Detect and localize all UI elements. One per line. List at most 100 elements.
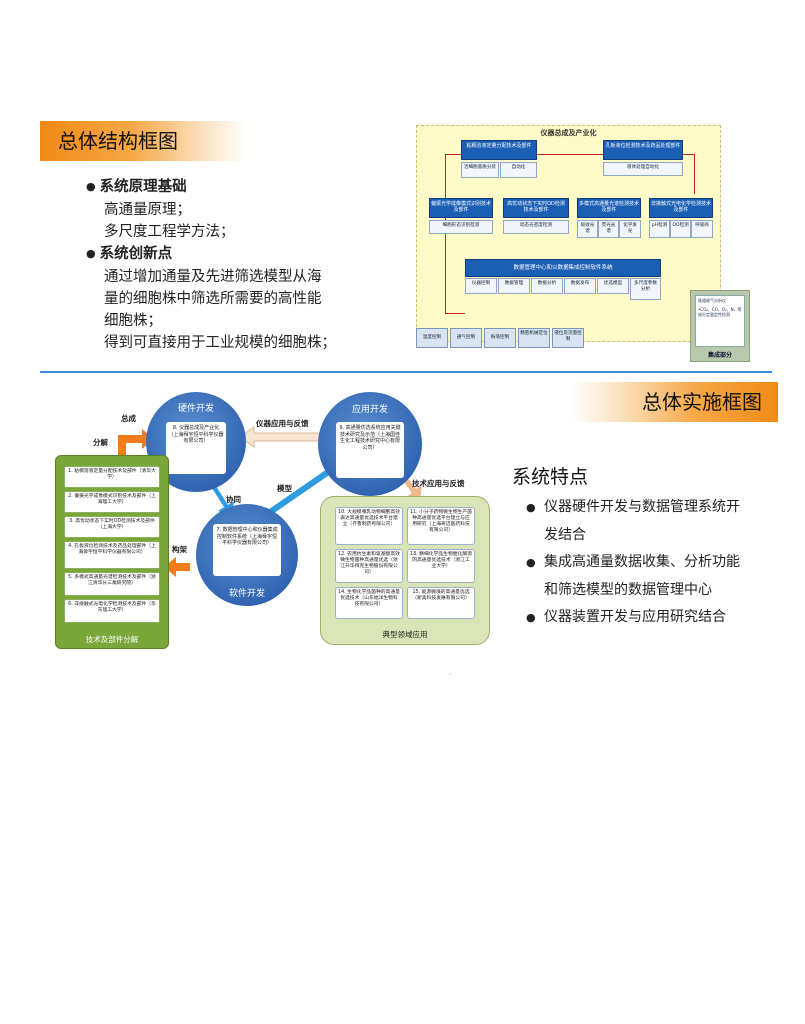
feature-item: ● 仪器硬件开发与数据管理系统开 [526, 494, 772, 522]
connector-line [445, 313, 465, 314]
software-circle: 7. 数据管理中心和仪器集成控制软件系统（上海舜宇恒平科学仪器有限公司） 软件开… [196, 504, 298, 606]
label-architecture: 构架 [172, 545, 187, 554]
principles-list: 系统原理基础 高通量原理； 多尺度工程学方法； 系统创新点 通过增加通量及先进筛… [86, 176, 386, 354]
bullet-icon: ● [526, 556, 536, 569]
tech-item: 5. 多模式高通量光谱检测技术及部件（浙江清华长三角研究院） [64, 572, 160, 596]
app-item: 14. 生物化学品菌种的高通量优选技术（山东福洋生物科技有限公司） [335, 587, 403, 619]
box-multiscale: 多尺度参数分析 [630, 278, 661, 300]
applications-panel: 10. 大规模哺乳动物细胞高效表达高通量优选技术平台建立（齐鲁制药有限公司） 1… [320, 496, 490, 645]
tech-item: 6. 非接触式光电化学检测技术及部件（华东理工大学） [64, 599, 160, 623]
structure-diagram-title: 仪器总成及产业化 [540, 129, 597, 137]
principles-line: 高通量原理； [104, 202, 191, 218]
tech-decomposition-panel: 1. 粘稠溶液定量分配技术及部件（清华大学） 2. 偏振光学成像模式识别技术及部… [55, 455, 169, 649]
gas-analyzer-title: 尾道尾气分析仪 [698, 298, 726, 303]
box-absorption: 吸收光谱 [577, 220, 598, 238]
box-oscillation: 振荡控制 [484, 328, 516, 348]
label-assembly: 总成 [121, 414, 136, 423]
software-title: 软件开发 [228, 589, 265, 599]
app-item: 11. 小分子药物微生物生产菌种高通量优选平台建立与应用研究（上海奇迈医药科技有… [407, 507, 475, 545]
box-data-management: 数据管理 [498, 278, 530, 294]
bullet-icon: ● [526, 501, 536, 514]
page-mark: ᵐ [449, 672, 452, 677]
box-od-detection: 高忧动状态下实时OD检测技术及部件 [503, 198, 569, 218]
box-spectrum: 多模式高通量光谱检测技术及部件 [577, 198, 641, 218]
principles-line: 细胞株； [104, 313, 162, 329]
connector-line [445, 154, 695, 155]
implementation-diagram-header: 总体实施框图 [572, 382, 778, 422]
gas-analyzer-panel: 尾道尾气分析仪 •CO₂、CO、O₂、N，等成分定量定性检测 集成部分 [690, 290, 750, 362]
feature-item: ● 集成高通量数据收集、分析功能 [526, 549, 772, 577]
features-title: 系统特点 [512, 466, 589, 488]
box-data-publish: 数据发布 [564, 278, 596, 294]
box-data-center: 数据管理中心和以数据集成控制软件系统 [465, 259, 661, 277]
box-cell-matrix: 活细胞基质分装 [461, 162, 499, 178]
tech-item: 2. 偏振光学成像模式识别技术及部件（上海理工大学） [64, 491, 160, 513]
hardware-circle: 硬件开发 8. 仪器总成及产业化（上海舜宇恒平科学仪器有限公司） [146, 392, 246, 492]
box-instrument-control: 仪器控制 [465, 278, 497, 294]
box-chemiluminescence: 化学发光 [619, 220, 641, 238]
box-flow-control: 液位及流量控制 [552, 328, 584, 348]
principles-line: 得到可直接用于工业规模的细胞株； [104, 335, 336, 351]
label-decompose: 分解 [93, 438, 108, 447]
features-list: ● 仪器硬件开发与数据管理系统开 发结合 ● 集成高通量数据收集、分析功能 和筛选… [526, 494, 772, 632]
integration-label: 集成部分 [707, 352, 732, 359]
arrow-tech-feedback [392, 473, 422, 501]
tech-item: 4. 孔板液位检测技术及药品处理部件（上海舜宇恒平科学仪器有限公司） [64, 541, 160, 569]
box-fluorescence: 荧光光谱 [598, 220, 619, 238]
arrow-assembly [118, 429, 154, 455]
structure-diagram-header: 总体结构框图 [40, 121, 246, 161]
box-liquid-level: 孔板液位检测技术及药品处理部件 [603, 140, 683, 160]
app-item: 13. 精细化学品生物催化酶源的高通量优选技术（浙江工业大学） [407, 549, 475, 583]
hardware-box: 8. 仪器总成及产业化（上海舜宇恒平科学仪器有限公司） [166, 422, 226, 474]
label-model: 模型 [277, 484, 292, 493]
box-automation: 自动化 [500, 162, 537, 178]
feature-text: 仪器硬件开发与数据管理系统开 [544, 499, 740, 515]
box-respiration: 呼吸商 [691, 220, 713, 238]
feature-item: ● 仪器装置开发与应用研究结合 [526, 604, 772, 632]
box-aeration: 通气控制 [450, 328, 482, 348]
hardware-title: 硬件开发 [177, 404, 214, 414]
principles-line: 通过增加通量及先进筛选模型从海 [104, 269, 322, 285]
label-collaboration: 协同 [226, 495, 241, 504]
app-item: 15. 能源微藻的高通量优选（新奥科技发展有限公司） [407, 587, 475, 619]
principles-heading-2: 系统创新点 [86, 243, 386, 266]
principles-line: 多尺度工程学方法； [104, 224, 235, 240]
box-do: DO检测 [670, 220, 691, 238]
tech-item: 3. 高忧动状态下实时OD检测技术及部件（上海大学） [64, 516, 160, 538]
box-liquid-automation: 液体处理自动化 [603, 162, 683, 176]
box-polarized-imaging: 偏振光学成像模式识别技术及部件 [429, 198, 493, 218]
structure-diagram: 仪器总成及产业化 粘稠溶液定量分配技术及部件 活细胞基质分装 自动化 孔板液位检… [416, 125, 721, 342]
box-ph: pH检测 [649, 220, 670, 238]
applications-label: 典型领域应用 [382, 630, 428, 639]
label-tech-feedback: 技术应用与反馈 [412, 479, 465, 488]
app-item: 12. 农用抗生素和氨基酸高效微生物菌种高通量优选（浙江升华拜克生物股份有限公司… [335, 549, 403, 583]
feature-text-cont: 和筛选模型的数据管理中心 [544, 581, 712, 598]
label-instrument-feedback: 仪器应用与反馈 [256, 419, 309, 428]
tech-item: 1. 粘稠溶液定量分配技术及部件（清华大学） [64, 466, 160, 488]
connector-line [445, 154, 446, 314]
section-divider [40, 371, 772, 373]
box-morphology: 细胞形态识别检测 [429, 220, 493, 234]
feature-text: 仪器装置开发与应用研究结合 [544, 609, 726, 625]
software-box: 7. 数据管理中心和仪器集成控制软件系统（上海舜宇恒平科学仪器有限公司） [213, 524, 281, 576]
principles-line: 量的细胞株中筛选所需要的高性能 [104, 291, 322, 307]
gas-analyzer-box: 尾道尾气分析仪 •CO₂、CO、O₂、N，等成分定量定性检测 [695, 295, 745, 347]
arrow-architecture [164, 557, 190, 577]
application-title: 应用开发 [351, 405, 388, 415]
box-viscous-dispensing: 粘稠溶液定量分配技术及部件 [461, 140, 537, 160]
box-electrochemical: 非接触式光电化学检测技术及部件 [649, 198, 713, 218]
box-dynamic-od: 动态光密度检测 [503, 220, 569, 234]
box-selection-model: 优选模型 [597, 278, 629, 294]
connector-line [694, 154, 695, 194]
feature-text-cont: 发结合 [544, 526, 586, 543]
application-box: 9. 高通量优选系统应用关键技术研究及示范（上海国佳生化工程技术研究中心有限公司… [336, 422, 404, 478]
application-circle: 应用开发 9. 高通量优选系统应用关键技术研究及示范（上海国佳生化工程技术研究中… [318, 392, 422, 496]
app-item: 10. 大规模哺乳动物细胞高效表达高通量优选技术平台建立（齐鲁制药有限公司） [335, 507, 403, 545]
box-temperature: 温度控制 [416, 328, 448, 348]
tech-decomposition-label: 技术及部件分解 [85, 635, 139, 644]
principles-heading-1: 系统原理基础 [86, 176, 386, 199]
box-positioning: 精密机械定位 [518, 328, 550, 348]
gas-analyzer-desc: •CO₂、CO、O₂、N，等成分定量定性检测 [698, 307, 742, 317]
box-data-analysis: 数据分析 [531, 278, 563, 294]
bullet-icon: ● [526, 611, 536, 624]
